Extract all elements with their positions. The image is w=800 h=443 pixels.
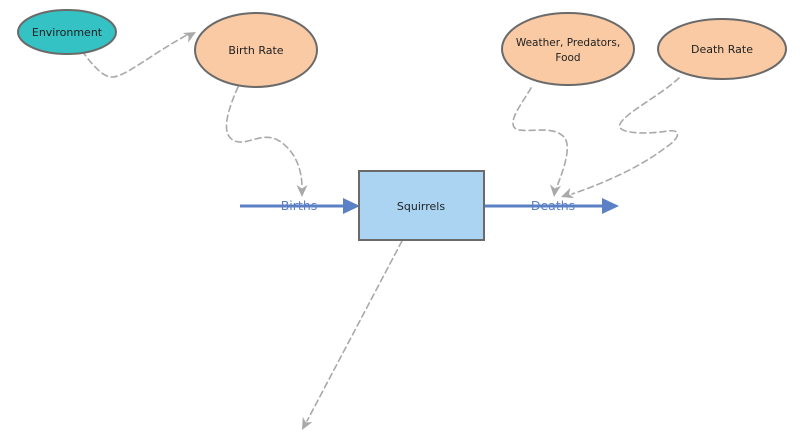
node-weather-predators-food[interactable]: Weather, Predators, Food — [501, 12, 635, 86]
weather-predators-food-ellipse[interactable] — [501, 12, 635, 86]
node-birth-rate-label: Birth Rate — [228, 44, 283, 57]
flow-deaths[interactable]: Deaths — [484, 198, 619, 214]
node-death-rate[interactable]: Death Rate — [657, 18, 787, 80]
connector-environment-to-birth-rate[interactable] — [81, 27, 199, 78]
connector-birth-rate-to-births[interactable] — [225, 86, 308, 197]
connector-death-rate-to-deaths[interactable] — [559, 77, 680, 202]
connector-line[interactable] — [81, 34, 188, 78]
arrowhead-icon — [550, 184, 561, 197]
node-weather-label-line1: Weather, Predators, — [516, 37, 620, 49]
connector-line[interactable] — [306, 240, 403, 422]
environment-ellipse[interactable] — [17, 9, 117, 55]
stock-squirrels-label: Squirrels — [397, 200, 445, 213]
flow-arrowhead-icon — [602, 198, 619, 214]
flow-births[interactable]: Births — [240, 198, 360, 214]
arrowhead-icon — [561, 187, 575, 199]
birth-rate-ellipse[interactable] — [194, 12, 318, 88]
flow-deaths-label[interactable]: Deaths — [531, 198, 575, 213]
connector-squirrels-outflow[interactable] — [297, 240, 403, 433]
stock-squirrels[interactable]: Squirrels — [358, 170, 485, 241]
node-birth-rate[interactable]: Birth Rate — [194, 12, 318, 88]
connector-line[interactable] — [571, 77, 680, 195]
arrowhead-icon — [302, 416, 313, 430]
squirrels-stock-box[interactable] — [358, 170, 485, 241]
arrowhead-icon — [182, 32, 196, 43]
death-rate-ellipse[interactable] — [657, 18, 787, 80]
arrowhead-icon — [296, 185, 308, 197]
flow-arrowhead-icon — [343, 198, 360, 214]
node-environment-label: Environment — [32, 26, 103, 39]
flow-births-label[interactable]: Births — [281, 198, 318, 213]
node-weather-label-line2: Food — [555, 52, 580, 64]
connector-weather-to-deaths[interactable] — [512, 87, 569, 198]
node-environment[interactable]: Environment — [17, 9, 117, 55]
node-death-rate-label: Death Rate — [691, 43, 753, 56]
connector-line[interactable] — [225, 86, 303, 189]
connector-line[interactable] — [512, 87, 569, 190]
